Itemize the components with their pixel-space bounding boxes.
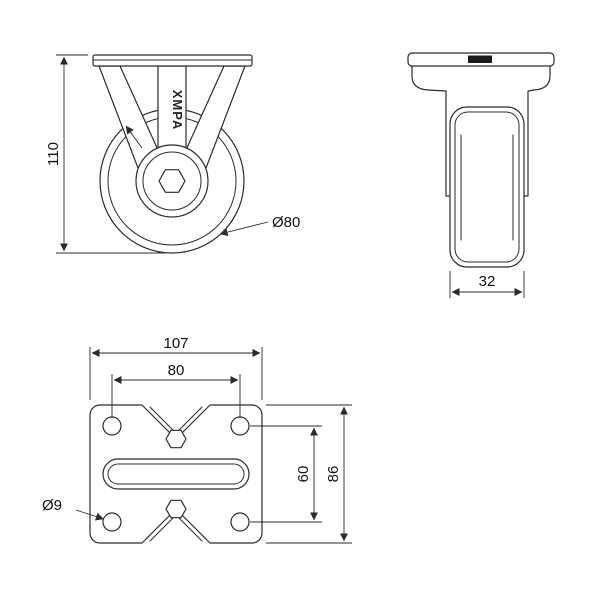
bolt-hole-top-left [102,416,122,436]
dim-wheel-diameter: Ø80 [219,214,300,237]
dim-text-height: 110 [45,142,62,166]
dim-text-hole-pitch-depth: 60 [295,466,312,483]
leader-line [219,221,269,237]
bend-line [177,406,203,432]
plate-slot-dark [468,55,492,63]
bend-line [177,516,203,542]
center-hex-bolt-bottom [165,499,187,519]
bolt-hole-top-right [230,416,250,436]
brand-mark: XMPA [170,90,185,131]
dim-text-hole-diameter: Ø9 [42,497,62,514]
center-hex-bolt-top [165,429,187,449]
dim-wheel-width: 32 [449,271,525,298]
dim-hole-pitch-depth: 60 [250,425,322,523]
dim-plate-depth: 86 [266,404,352,544]
plan-view [89,404,263,544]
center-slot-inner [107,463,245,485]
side-view [407,52,555,268]
wheel-side-inner-contour [454,111,520,263]
dim-text-hole-pitch-width: 80 [168,362,185,379]
dim-hole-diameter: Ø9 [42,497,104,521]
bend-line [149,406,175,432]
bracket-left-profile [411,65,451,197]
dim-hole-pitch-width: 80 [111,362,241,418]
dimensions: 110 Ø80 32 107 80 [42,54,525,544]
axle-hex-nut [158,169,186,193]
bolt-hole-bottom-right [230,512,250,532]
wheel-side-outline [449,106,525,268]
center-slot-outer [102,458,250,490]
dim-plate-width: 107 [89,335,263,400]
bolt-hole-bottom-left [102,512,122,532]
fork-pointer-arrow [125,125,143,149]
dim-text-plate-depth: 86 [325,466,342,483]
dim-text-plate-width: 107 [163,335,188,352]
fork-center-stem [157,65,187,153]
bracket-right-profile [523,65,551,197]
dim-text-wheel-diameter: Ø80 [272,214,300,231]
hub-inner-circle [142,151,202,211]
leader-line [75,509,104,521]
front-view: XMPA [92,54,253,254]
dim-overall-height: 110 [45,54,166,254]
dim-text-wheel-width: 32 [479,273,496,290]
bend-line [149,516,175,542]
